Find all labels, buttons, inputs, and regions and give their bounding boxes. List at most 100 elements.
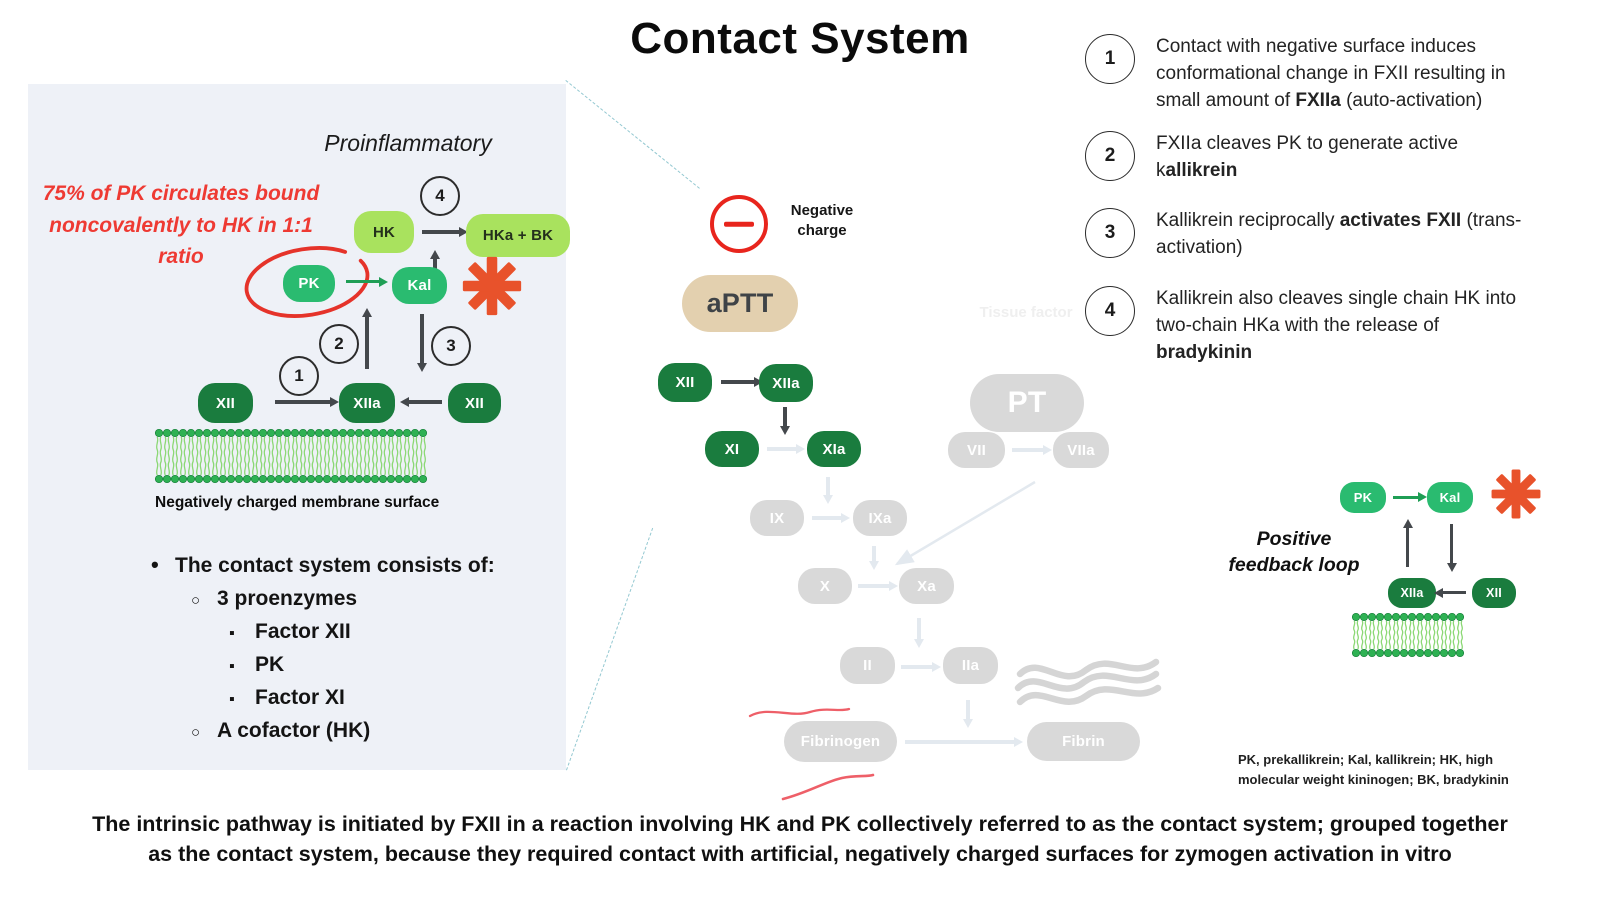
node-xii-left: XII bbox=[198, 383, 253, 423]
red-circle-annotation bbox=[244, 246, 370, 318]
arrow-ix-to-ixa bbox=[812, 516, 842, 520]
arrow-xii-to-xiia bbox=[275, 400, 331, 404]
arrow-x-to-xa bbox=[858, 584, 890, 588]
bullet-factor-xi: ▪ Factor XI bbox=[229, 686, 345, 709]
node-vii: VII bbox=[948, 432, 1005, 468]
node-c-xiia: XIIa bbox=[759, 364, 813, 402]
node-pt: PT bbox=[970, 374, 1084, 432]
arrow-ixa-down bbox=[872, 546, 876, 562]
node-xii-right: XII bbox=[448, 383, 501, 423]
step-text-4: Kallikrein also cleaves single chain HK … bbox=[1156, 288, 1517, 363]
arrow-pk-to-kal bbox=[346, 280, 380, 283]
bullet-circle: ○ bbox=[191, 592, 201, 609]
bullet-circle: ○ bbox=[191, 724, 201, 741]
step-text-2: FXIIa cleaves PK to generate active kall… bbox=[1156, 133, 1459, 181]
step-number-1: 1 bbox=[1085, 34, 1135, 84]
node-ixa: IXa bbox=[853, 500, 907, 536]
node-hka-bk: HKa + BK bbox=[466, 214, 570, 257]
negative-charge-icon bbox=[710, 195, 768, 253]
node-pk: PK bbox=[283, 265, 335, 302]
fb-node-kal: Kal bbox=[1427, 482, 1473, 513]
tissue-factor-label: Tissue factor bbox=[979, 304, 1073, 321]
burst-icon bbox=[462, 256, 522, 316]
arrow-vii-to-viia bbox=[1012, 448, 1044, 452]
step-number-4: 4 bbox=[1085, 286, 1135, 336]
fb-arrow-kal-down bbox=[1450, 524, 1453, 564]
node-x: X bbox=[798, 568, 852, 604]
abbreviations: PK, prekallikrein; Kal, kallikrein; HK, … bbox=[1238, 752, 1509, 787]
step-item-3: 3 Kallikrein reciprocally activates FXII… bbox=[1085, 208, 1540, 262]
bullet-main: • The contact system consists of: bbox=[151, 552, 495, 577]
arrow-fibrinogen-to-fibrin bbox=[905, 740, 1015, 744]
arrow-xa-down bbox=[917, 618, 921, 640]
node-ii: II bbox=[840, 647, 895, 684]
left-panel: Proinflammatory 75% of PK circulates bou… bbox=[28, 84, 570, 770]
arrow-c-xii-to-xiia bbox=[721, 380, 755, 384]
fb-arrow-pk-to-kal bbox=[1393, 496, 1419, 499]
page-title: Contact System bbox=[630, 14, 970, 63]
arrow-ii-to-iia bbox=[901, 665, 933, 669]
arrow-xia-to-ix bbox=[826, 477, 830, 496]
bullet-square: ▪ bbox=[229, 625, 235, 642]
callout-line-top bbox=[565, 80, 700, 189]
step-text-3: Kallikrein reciprocally activates FXII (… bbox=[1156, 210, 1522, 258]
red-squiggle-2 bbox=[781, 773, 875, 801]
bullet-square: ▪ bbox=[229, 691, 235, 708]
mini-membrane bbox=[1352, 612, 1464, 658]
step-text-1: Contact with negative surface induces co… bbox=[1156, 36, 1506, 111]
step-badge-3: 3 bbox=[431, 326, 471, 366]
fb-arrow-xiia-to-pk bbox=[1406, 527, 1409, 567]
fb-node-pk: PK bbox=[1340, 482, 1386, 513]
caption-line-2: as the contact system, because they requ… bbox=[148, 842, 1452, 866]
step-item-4: 4 Kallikrein also cleaves single chain H… bbox=[1085, 286, 1540, 367]
arrow-xii-right-to-xiia bbox=[408, 400, 442, 404]
fb-node-xiia: XIIa bbox=[1388, 578, 1436, 608]
step-badge-4: 4 bbox=[420, 176, 460, 216]
aptt-badge: aPTT bbox=[682, 275, 798, 332]
callout-line-bottom bbox=[566, 527, 654, 771]
node-hk: HK bbox=[354, 211, 414, 253]
bullet-proenzymes: ○ 3 proenzymes bbox=[191, 587, 358, 610]
feedback-label: Positive feedback loop bbox=[1228, 528, 1360, 577]
fb-arrow-xii-to-xiia bbox=[1442, 591, 1466, 594]
membrane-label: Negatively charged membrane surface bbox=[155, 494, 440, 511]
node-viia: VIIa bbox=[1053, 432, 1109, 468]
diagonal-viia-to-xa bbox=[894, 480, 1036, 566]
step-number-3: 3 bbox=[1085, 208, 1135, 258]
caption-line-1: The intrinsic pathway is initiated by FX… bbox=[92, 812, 1508, 836]
node-xa: Xa bbox=[899, 568, 954, 604]
red-squiggle-1 bbox=[748, 707, 851, 718]
step-badge-1: 1 bbox=[279, 356, 319, 396]
node-fibrinogen: Fibrinogen bbox=[784, 721, 897, 762]
bullet-factor-xii: ▪ Factor XII bbox=[229, 620, 351, 643]
fibrin-strands bbox=[1014, 658, 1162, 706]
pk-annotation: 75% of PK circulates bound noncovalently… bbox=[42, 182, 320, 268]
node-fibrin: Fibrin bbox=[1027, 722, 1140, 761]
node-ix: IX bbox=[750, 500, 804, 536]
node-xiia: XIIa bbox=[339, 383, 395, 423]
proinflammatory-heading: Proinflammatory bbox=[324, 130, 492, 156]
step-item-1: 1 Contact with negative surface induces … bbox=[1085, 34, 1540, 115]
bullet-list: • The contact system consists of: ○ 3 pr… bbox=[151, 552, 495, 752]
arrow-c-xi-to-xia bbox=[767, 447, 797, 451]
node-iia: IIa bbox=[943, 647, 998, 684]
bullet-dot: • bbox=[151, 552, 159, 577]
fb-node-xii: XII bbox=[1472, 578, 1516, 608]
node-kal: Kal bbox=[392, 267, 447, 304]
bullet-pk: ▪ PK bbox=[229, 653, 285, 676]
arrow-iia-down bbox=[966, 700, 970, 720]
burst-icon-small bbox=[1491, 469, 1541, 519]
bullet-square: ▪ bbox=[229, 658, 235, 675]
arrow-kal-down bbox=[420, 314, 424, 364]
arrow-xiia-to-pk bbox=[365, 316, 369, 369]
negative-charge-label: Negative charge bbox=[790, 202, 854, 239]
membrane bbox=[155, 428, 428, 484]
node-c-xi: XI bbox=[705, 431, 759, 467]
step-item-2: 2 FXIIa cleaves PK to generate active ka… bbox=[1085, 131, 1540, 185]
bullet-cofactor: ○ A cofactor (HK) bbox=[191, 719, 371, 742]
node-c-xia: XIa bbox=[807, 431, 861, 467]
step-number-2: 2 bbox=[1085, 131, 1135, 181]
arrow-c-xiia-down bbox=[783, 407, 787, 427]
arrow-hk-to-hka bbox=[422, 230, 460, 234]
